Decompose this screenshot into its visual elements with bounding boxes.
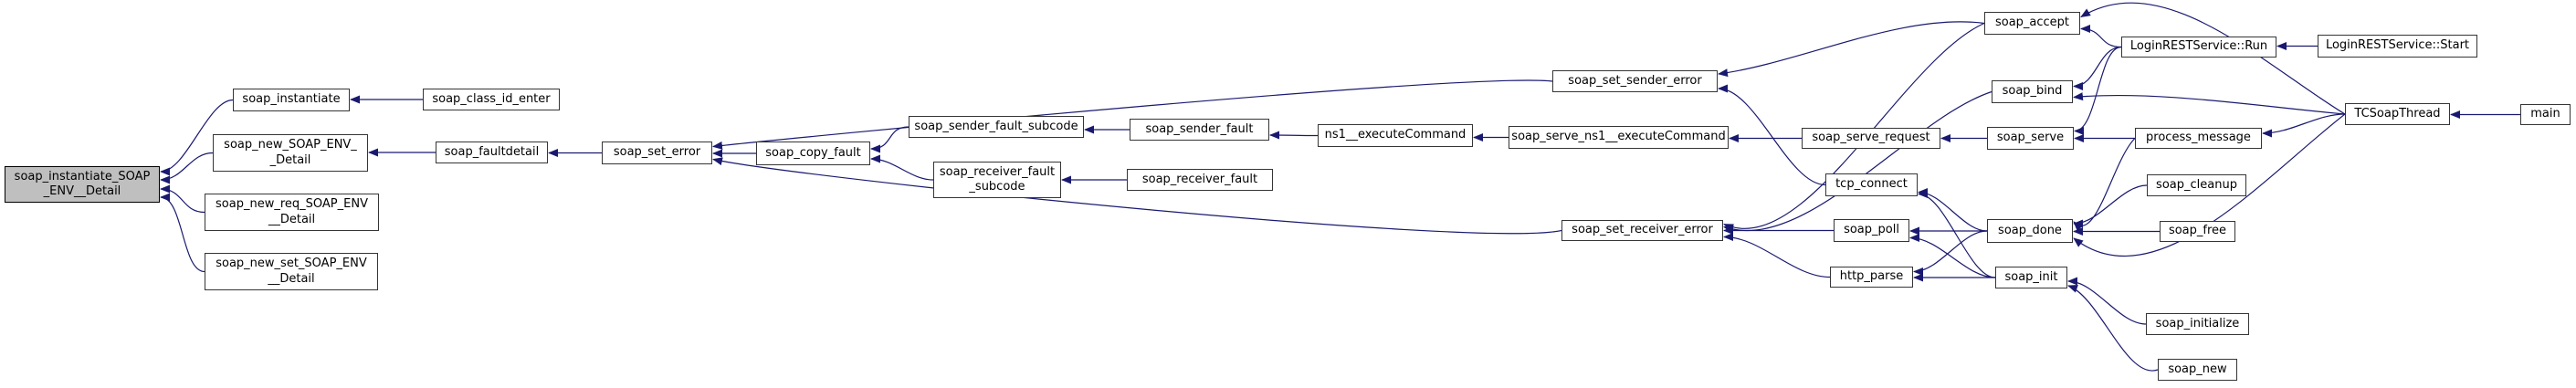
node-serve_ns1[interactable]: soap_serve_ns1__executeCommand (1509, 126, 1729, 149)
node-accept[interactable]: soap_accept (1984, 12, 2080, 35)
node-new_soap[interactable]: soap_new (2158, 359, 2237, 381)
edge-accept-calls-set_sender (1718, 21, 1985, 78)
edge-new_req-calls-detail (160, 184, 205, 214)
edge-initialize-calls-init (2067, 277, 2147, 325)
node-receiver_fault[interactable]: soap_receiver_fault (1127, 169, 1273, 191)
edge-done-calls-http_parse (1913, 230, 1988, 276)
edge-run-calls-serve (2074, 46, 2122, 135)
edge-new_soap-calls-init (2067, 285, 2159, 372)
node-class_id[interactable]: soap_class_id_enter (423, 89, 560, 110)
node-cleanup[interactable]: soap_cleanup (2147, 174, 2246, 196)
node-free[interactable]: soap_free (2160, 221, 2235, 242)
node-receiver_sub[interactable]: soap_receiver_fault _subcode (933, 162, 1061, 198)
edge-tcthread-calls-accept (2080, 2, 2346, 115)
node-process[interactable]: process_message (2135, 128, 2262, 149)
edge-ns1_exec-calls-sender_fault (1269, 131, 1319, 140)
edge-bind-calls-set_receiver (1723, 90, 1992, 234)
edge-process-calls-done (2073, 138, 2136, 232)
node-new_set[interactable]: soap_new_set_SOAP_ENV __Detail (205, 253, 378, 290)
node-instantiate[interactable]: soap_instantiate (233, 89, 350, 111)
node-http_parse[interactable]: http_parse (1830, 267, 1913, 288)
edge-accept-calls-set_receiver (1723, 22, 1985, 232)
edge-tcp_connect-calls-set_sender (1718, 84, 1826, 186)
edge-init-calls-poll (1909, 234, 1996, 278)
node-tcthread[interactable]: TCSoapThread (2345, 103, 2450, 125)
node-initialize[interactable]: soap_initialize (2146, 313, 2249, 335)
node-poll[interactable]: soap_poll (1834, 219, 1909, 242)
edge-cleanup-calls-done (2073, 184, 2148, 228)
edge-receiver_sub-calls-copy_fault (870, 154, 934, 181)
edge-instantiate-calls-detail (160, 99, 234, 176)
edge-new_env-calls-detail (160, 152, 214, 184)
edge-http_parse-calls-set_receiver (1723, 233, 1831, 278)
node-run[interactable]: LoginRESTService::Run (2121, 37, 2276, 58)
node-ns1_exec[interactable]: ns1__executeCommand (1318, 124, 1473, 147)
edge-new_set-calls-detail (160, 193, 205, 273)
node-sender_sub[interactable]: soap_sender_fault_subcode (909, 116, 1084, 138)
node-serve[interactable]: soap_serve (1987, 127, 2074, 150)
node-tcp_connect[interactable]: tcp_connect (1825, 173, 1918, 196)
edge-init-calls-tcp_connect (1918, 190, 1996, 278)
edge-sender_sub-calls-copy_fault (870, 126, 909, 153)
edge-run-calls-accept (2080, 25, 2122, 48)
node-set_error[interactable]: soap_set_error (602, 142, 712, 164)
node-new_env[interactable]: soap_new_SOAP_ENV_ _Detail (213, 134, 368, 172)
node-set_sender[interactable]: soap_set_sender_error (1552, 70, 1718, 92)
node-init[interactable]: soap_init (1995, 267, 2067, 288)
node-new_req[interactable]: soap_new_req_SOAP_ENV __Detail (205, 194, 379, 231)
node-sender_fault[interactable]: soap_sender_fault (1130, 119, 1269, 141)
edge-set_receiver-calls-set_error (712, 157, 1562, 235)
edge-run-calls-bind (2073, 46, 2122, 90)
node-detail: soap_instantiate_SOAP _ENV__Detail (5, 166, 160, 203)
node-faultdetail[interactable]: soap_faultdetail (436, 142, 548, 163)
node-main[interactable]: main (2520, 104, 2571, 125)
edge-tcthread-calls-bind (2073, 92, 2346, 115)
edge-group (160, 2, 2520, 372)
node-start[interactable]: LoginRESTService::Start (2318, 35, 2477, 58)
edge-set_sender-calls-set_error (712, 79, 1553, 150)
edge-tcthread-calls-process (2262, 113, 2346, 138)
node-copy_fault[interactable]: soap_copy_fault (756, 142, 870, 165)
node-serve_req[interactable]: soap_serve_request (1802, 128, 1940, 149)
node-bind[interactable]: soap_bind (1992, 80, 2073, 103)
node-set_receiver[interactable]: soap_set_receiver_error (1561, 220, 1723, 241)
node-done[interactable]: soap_done (1987, 219, 2073, 243)
